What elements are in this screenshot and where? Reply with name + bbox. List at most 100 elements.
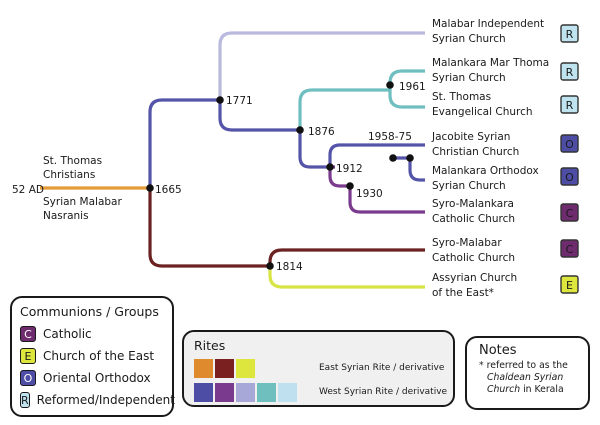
communion-reformed-independent-label: Reformed/Independent bbox=[36, 393, 175, 407]
svg-text:E: E bbox=[566, 279, 573, 292]
branch-1814-down bbox=[268, 266, 425, 289]
dot-1665 bbox=[146, 184, 154, 192]
communion-catholic: C Catholic bbox=[20, 323, 164, 345]
branch-1958-lower bbox=[408, 158, 425, 182]
branch-1814-up bbox=[268, 248, 425, 266]
communion-catholic-label: Catholic bbox=[43, 327, 92, 341]
year-1961: 1961 bbox=[399, 81, 426, 93]
reformed-independent-badge: R bbox=[20, 392, 30, 408]
branch-1930-down bbox=[348, 186, 425, 214]
communion-church-of-the-east: E Church of the East bbox=[20, 345, 164, 367]
communion-reformed-independent: R Reformed/Independent bbox=[20, 389, 175, 411]
badge-jacobite-syrian: O bbox=[560, 134, 579, 153]
dot-1876 bbox=[296, 126, 304, 134]
year-1930: 1930 bbox=[356, 188, 383, 200]
catholic-badge: C bbox=[20, 326, 36, 342]
east-rite-label: East Syrian Rite / derivative bbox=[319, 363, 445, 373]
dot-1912 bbox=[326, 163, 334, 171]
year-1912: 1912 bbox=[336, 163, 363, 175]
svg-text:Syro-Malabar: Syro-Malabar bbox=[432, 237, 502, 249]
svg-text:Syrian Church: Syrian Church bbox=[432, 72, 506, 84]
branch-1665-up bbox=[148, 98, 220, 188]
communions-legend: Communions / Groups C Catholic E Church … bbox=[10, 296, 175, 417]
year-1771: 1771 bbox=[226, 95, 253, 107]
branch-1876-down bbox=[298, 130, 330, 169]
svg-text:Malabar Independent: Malabar Independent bbox=[432, 18, 544, 30]
rite-east-row: East Syrian Rite / derivative bbox=[194, 357, 445, 379]
east-rite-swatch-1 bbox=[194, 358, 213, 378]
west-rite-label: West Syrian Rite / derivative bbox=[319, 387, 448, 397]
branch-1771-up bbox=[218, 31, 425, 100]
svg-text:Jacobite Syrian: Jacobite Syrian bbox=[431, 131, 510, 143]
badge-malankara-mar-thoma: R bbox=[560, 62, 579, 81]
badge-syro-malabar: C bbox=[560, 239, 579, 258]
year-1958-75: 1958-75 bbox=[368, 131, 412, 143]
west-rite-swatches bbox=[194, 382, 313, 402]
notes-line-2: Chaldean Syrian bbox=[475, 372, 580, 384]
svg-text:St. Thomas: St. Thomas bbox=[432, 91, 491, 103]
rites-legend: Rites East Syrian Rite / derivative West… bbox=[182, 330, 455, 407]
svg-text:Syrian Church: Syrian Church bbox=[432, 180, 506, 192]
notes-panel: Notes * referred to as the Chaldean Syri… bbox=[465, 336, 590, 410]
svg-text:Christian Church: Christian Church bbox=[432, 146, 519, 158]
notes-line-1: * referred to as the bbox=[479, 360, 568, 371]
notes-italic-church: Church bbox=[487, 384, 521, 395]
badge-syro-malankara: C bbox=[560, 203, 579, 222]
svg-text:Syro-Malankara: Syro-Malankara bbox=[432, 198, 514, 210]
svg-text:Catholic Church: Catholic Church bbox=[432, 213, 515, 225]
svg-text:Malankara Mar Thoma: Malankara Mar Thoma bbox=[432, 57, 549, 69]
branch-1665-down bbox=[148, 188, 270, 268]
church-syro-malankara: Syro-Malankara Catholic Church bbox=[432, 198, 515, 225]
east-rite-swatch-2 bbox=[215, 358, 234, 378]
communions-title: Communions / Groups bbox=[20, 304, 159, 319]
root-year: 52 AD bbox=[12, 184, 44, 196]
branch-1912-up bbox=[328, 143, 425, 167]
notes-line-3-rest: in Kerala bbox=[520, 384, 564, 395]
dot-1771 bbox=[216, 96, 224, 104]
west-rite-swatch-4 bbox=[257, 382, 276, 402]
svg-text:Catholic Church: Catholic Church bbox=[432, 252, 515, 264]
east-rite-swatch-3 bbox=[236, 358, 255, 378]
church-malankara-mar-thoma: Malankara Mar Thoma Syrian Church bbox=[432, 57, 549, 84]
church-of-the-east-badge: E bbox=[20, 348, 36, 364]
west-rite-swatch-2 bbox=[215, 382, 234, 402]
badge-malabar-independent: R bbox=[560, 24, 579, 43]
svg-text:C: C bbox=[566, 243, 574, 256]
branch-1876-up bbox=[298, 88, 390, 130]
year-1814: 1814 bbox=[276, 261, 303, 273]
svg-text:Malankara Orthodox: Malankara Orthodox bbox=[432, 165, 539, 177]
church-jacobite-syrian: Jacobite Syrian Christian Church bbox=[431, 131, 519, 158]
east-rite-swatches bbox=[194, 358, 313, 378]
svg-text:R: R bbox=[566, 28, 574, 41]
dot-1958-left bbox=[389, 154, 397, 162]
communion-oriental-orthodox-label: Oriental Orthodox bbox=[43, 371, 151, 385]
svg-text:O: O bbox=[565, 171, 574, 184]
west-rite-swatch-1 bbox=[194, 382, 213, 402]
dot-1961 bbox=[386, 81, 394, 89]
west-rite-swatch-3 bbox=[236, 382, 255, 402]
root-name-bottom-2: Nasranis bbox=[43, 210, 89, 222]
dot-1958-right bbox=[406, 154, 414, 162]
church-malabar-independent: Malabar Independent Syrian Church bbox=[432, 18, 544, 45]
notes-title: Notes bbox=[479, 343, 517, 358]
root-name-top-1: St. Thomas bbox=[43, 155, 102, 167]
dot-1930 bbox=[346, 182, 354, 190]
notes-italic-name: Chaldean Syrian bbox=[487, 372, 564, 383]
svg-text:R: R bbox=[566, 66, 574, 79]
dot-1814 bbox=[266, 262, 274, 270]
church-badges: R R R O O C C E bbox=[560, 24, 579, 294]
badge-malankara-orthodox: O bbox=[560, 167, 579, 186]
svg-text:O: O bbox=[565, 138, 574, 151]
oriental-orthodox-badge: O bbox=[20, 370, 36, 386]
root-name-bottom-1: Syrian Malabar bbox=[43, 196, 122, 208]
branch-1771-down bbox=[218, 100, 300, 132]
svg-text:R: R bbox=[566, 99, 574, 112]
church-syro-malabar: Syro-Malabar Catholic Church bbox=[432, 237, 515, 264]
year-1876: 1876 bbox=[308, 126, 335, 138]
rites-title: Rites bbox=[194, 338, 226, 353]
branch-1961-down bbox=[388, 85, 425, 109]
church-malankara-orthodox: Malankara Orthodox Syrian Church bbox=[432, 165, 539, 192]
root-name-top-2: Christians bbox=[43, 169, 95, 181]
junction-dots bbox=[146, 81, 414, 270]
church-st-thomas-evangelical: St. Thomas Evangelical Church bbox=[432, 91, 533, 118]
